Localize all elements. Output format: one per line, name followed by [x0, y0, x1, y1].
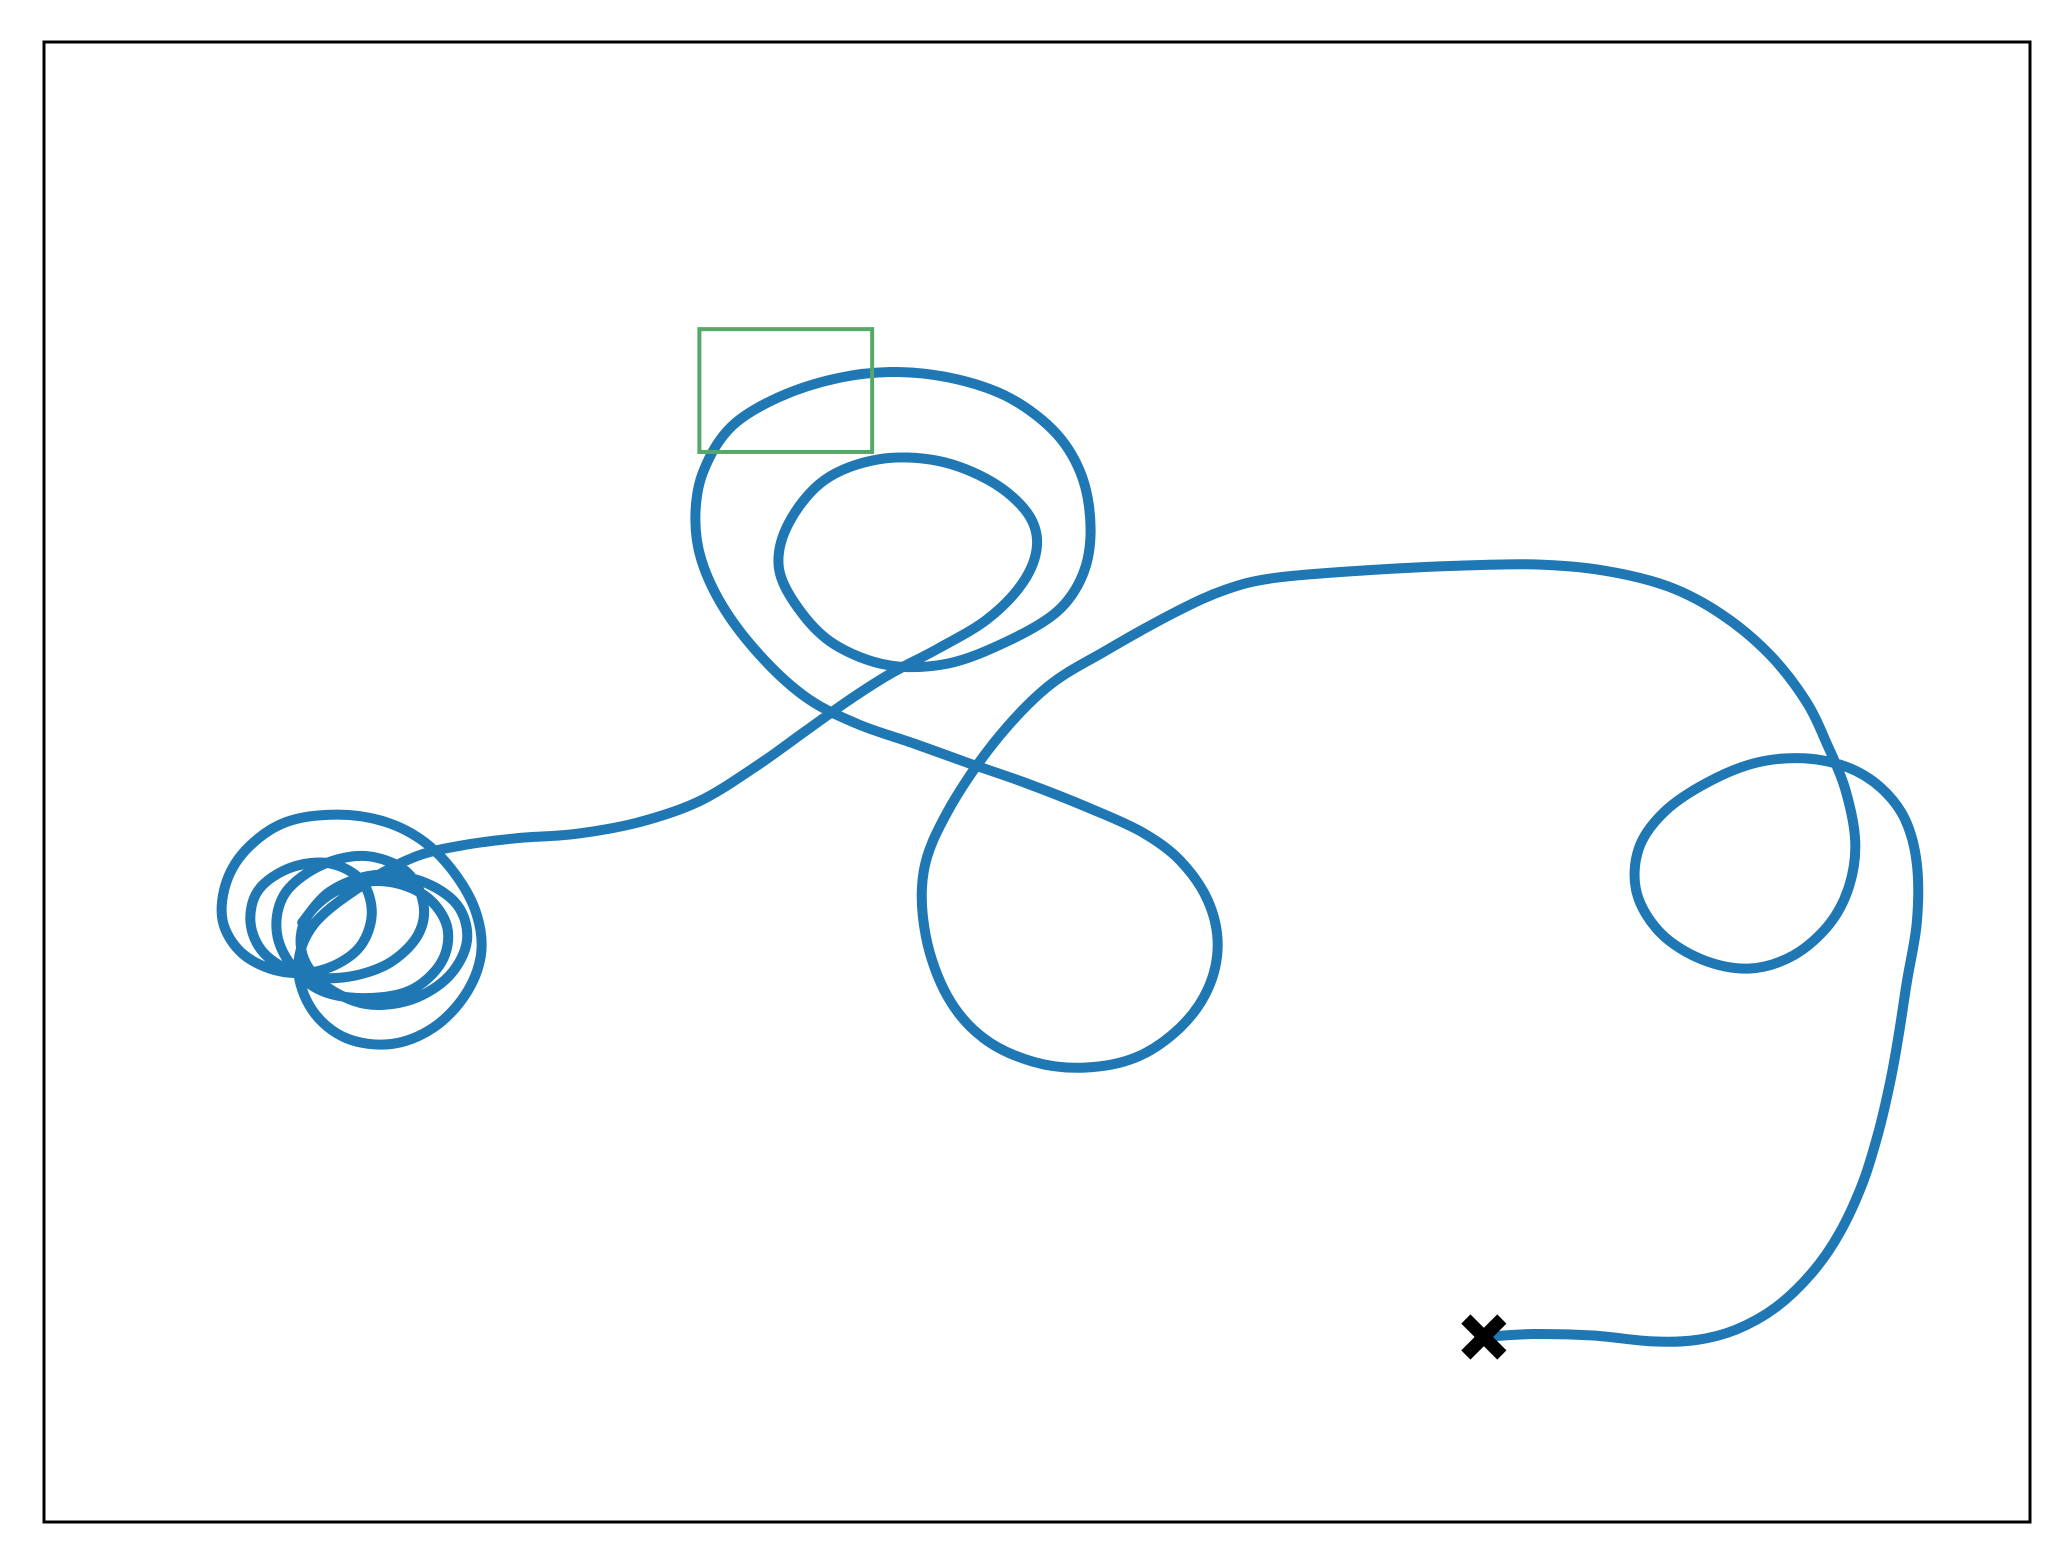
- marker-stroke: [1461, 1314, 1507, 1360]
- trajectory-line-0: [216, 366, 1924, 1347]
- target-rectangle: [697, 327, 875, 454]
- plot-frame: [42, 40, 2032, 1524]
- plot-marks: [216, 327, 1924, 1360]
- start-x-marker: [1461, 1314, 1507, 1360]
